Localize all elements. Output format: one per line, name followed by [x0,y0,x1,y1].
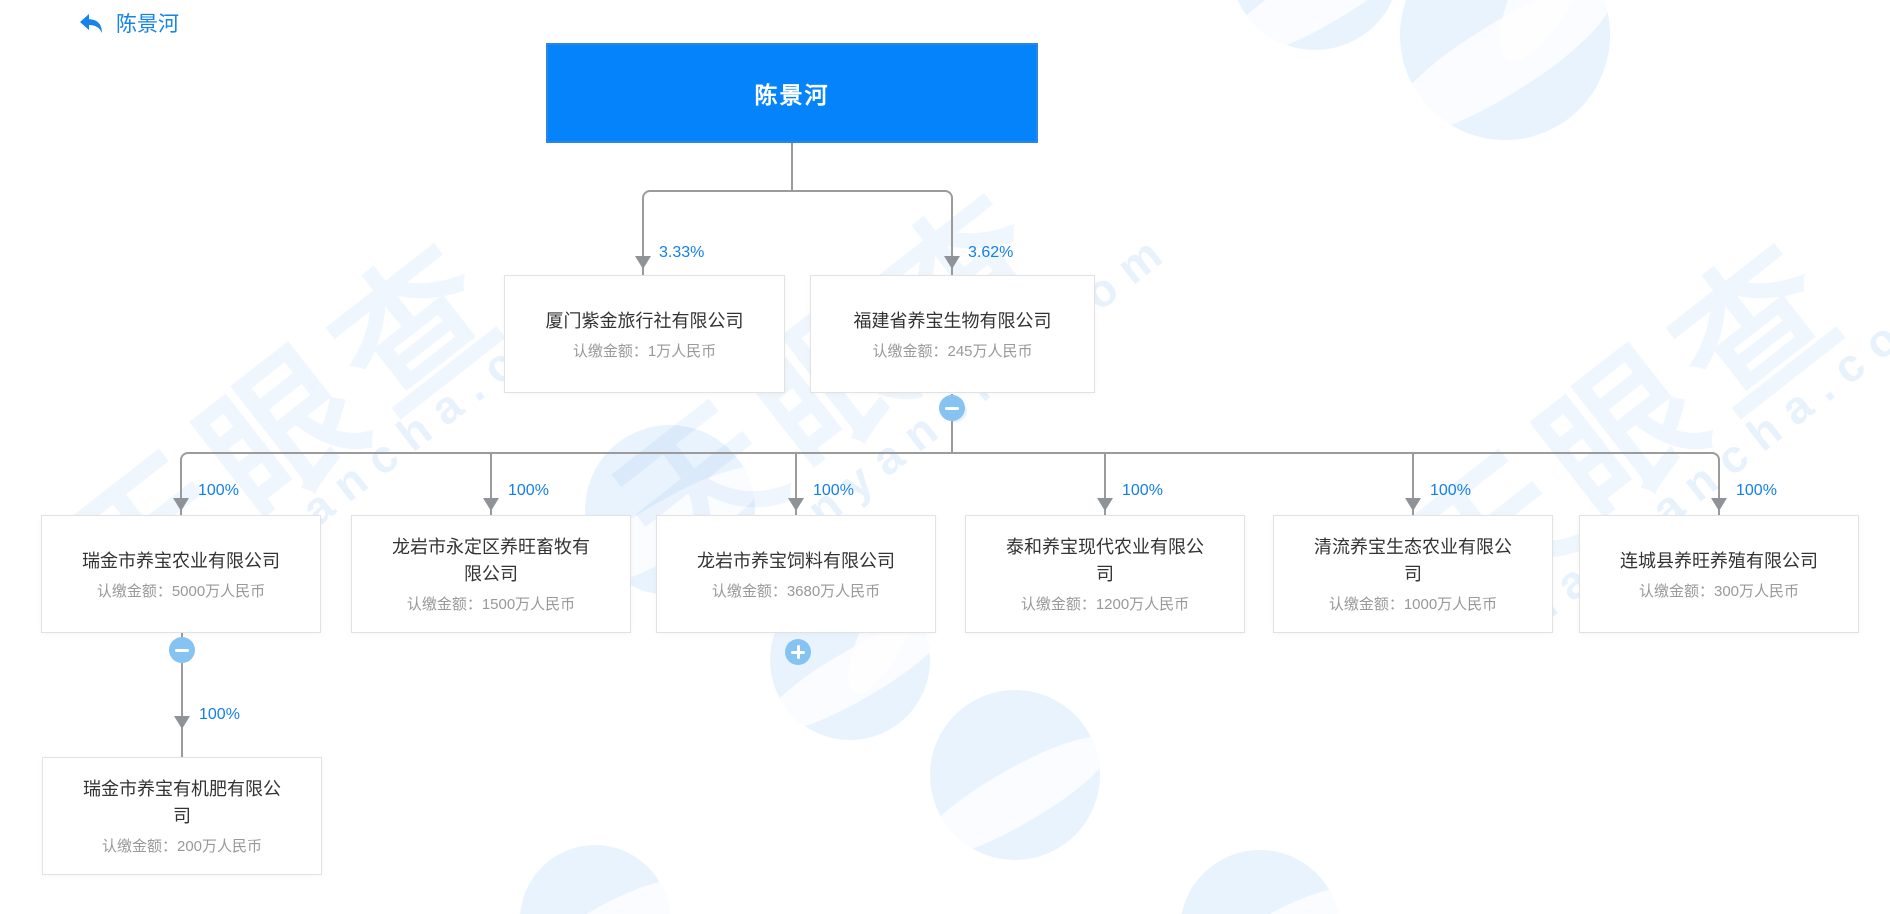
arrow-down-icon [173,498,189,511]
watermark-logo-circle [1180,850,1340,914]
shareholding-percent: 100% [508,482,549,499]
subscribed-amount: 认缴金额：200万人民币 [101,838,263,855]
root-person-node[interactable]: 陈景河 [546,43,1038,143]
arrow-down-icon [1711,498,1727,511]
company-name: 厦门紫金旅行社有限公司 [545,310,744,331]
company-node[interactable]: 瑞金市养宝有机肥有限公司 认缴金额：200万人民币 [42,757,322,875]
connector-line [795,452,797,515]
company-name: 瑞金市养宝有机肥有限公司 [83,779,281,826]
subscribed-amount: 认缴金额：5000万人民币 [96,582,266,600]
connector-line [490,452,492,515]
connector-bracket [642,190,953,275]
collapse-button[interactable] [169,637,195,663]
company-name: 龙岩市永定区养旺畜牧有限公司 [392,537,590,584]
back-button[interactable]: 陈景河 [78,8,179,38]
arrow-down-icon [483,498,499,511]
arrow-down-icon [944,256,960,269]
shareholding-percent: 100% [1430,482,1471,499]
company-node[interactable]: 瑞金市养宝农业有限公司 认缴金额：5000万人民币 [41,515,321,633]
subscribed-amount: 认缴金额：3680万人民币 [711,582,881,600]
subscribed-amount: 认缴金额：300万人民币 [1638,582,1800,600]
connector-bracket [180,452,1720,515]
connector-line [791,143,793,191]
subscribed-amount: 认缴金额：245万人民币 [872,342,1033,360]
shareholding-percent: 100% [1736,482,1777,499]
page-title: 陈景河 [116,13,179,36]
company-name: 福建省养宝生物有限公司 [853,310,1052,331]
subscribed-amount: 认缴金额：1000万人民币 [1328,596,1498,613]
expand-button[interactable] [785,639,811,665]
watermark-logo-circle [1230,0,1400,50]
collapse-button[interactable] [939,395,965,421]
company-node[interactable]: 龙岩市养宝饲料有限公司 认缴金额：3680万人民币 [656,515,936,633]
watermark-logo-circle [520,845,670,914]
connector-line [181,633,183,757]
shareholding-percent: 100% [198,482,239,499]
root-person-name: 陈景河 [754,82,830,108]
shareholding-percent: 3.33% [659,244,705,261]
company-node[interactable]: 龙岩市永定区养旺畜牧有限公司 认缴金额：1500万人民币 [351,515,631,633]
shareholding-percent: 100% [199,706,240,723]
company-name: 清流养宝生态农业有限公司 [1314,537,1512,584]
arrow-down-icon [1405,498,1421,511]
back-arrow-icon [78,10,104,36]
watermark-logo-circle [930,690,1100,860]
arrow-down-icon [1097,498,1113,511]
connector-line [951,394,953,452]
company-node[interactable]: 泰和养宝现代农业有限公司 认缴金额：1200万人民币 [965,515,1245,633]
company-name: 瑞金市养宝农业有限公司 [82,550,280,571]
company-node[interactable]: 福建省养宝生物有限公司 认缴金额：245万人民币 [810,275,1095,393]
shareholding-percent: 100% [813,482,854,499]
company-node[interactable]: 连城县养旺养殖有限公司 认缴金额：300万人民币 [1579,515,1859,633]
company-name: 连城县养旺养殖有限公司 [1620,550,1818,571]
shareholding-percent: 3.62% [968,244,1014,261]
subscribed-amount: 认缴金额：1500万人民币 [406,596,576,613]
subscribed-amount: 认缴金额：1万人民币 [572,342,717,360]
company-node[interactable]: 厦门紫金旅行社有限公司 认缴金额：1万人民币 [504,275,785,393]
connector-line [1412,452,1414,515]
connector-line [1104,452,1106,515]
watermark-logo-circle [1400,0,1610,140]
company-node[interactable]: 清流养宝生态农业有限公司 认缴金额：1000万人民币 [1273,515,1553,633]
shareholding-percent: 100% [1122,482,1163,499]
arrow-down-icon [788,498,804,511]
arrow-down-icon [635,256,651,269]
subscribed-amount: 认缴金额：1200万人民币 [1020,596,1190,613]
company-name: 龙岩市养宝饲料有限公司 [697,550,895,571]
company-name: 泰和养宝现代农业有限公司 [1006,537,1204,584]
arrow-down-icon [174,716,190,729]
